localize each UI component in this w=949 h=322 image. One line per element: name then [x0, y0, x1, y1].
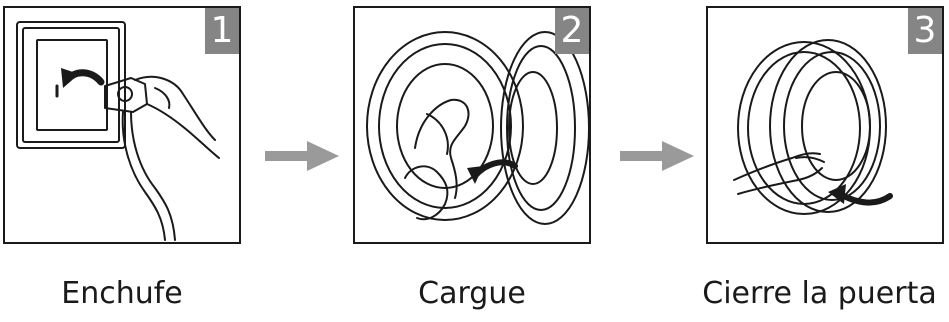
- step-1-caption: Enchufe: [61, 276, 183, 311]
- step-3-panel: 3: [706, 6, 944, 244]
- close-washer-door-icon: [733, 39, 893, 215]
- load-laundry-into-drum-icon: [366, 31, 589, 225]
- step-1-panel: 1: [3, 6, 241, 244]
- step-number-badge: 1: [205, 8, 239, 54]
- right-arrow-icon: [265, 141, 339, 175]
- step-number-badge: 3: [908, 8, 942, 54]
- step-2-panel: 2: [353, 6, 591, 244]
- step-3-caption: Cierre la puerta: [702, 276, 937, 311]
- step-2-caption: Cargue: [418, 276, 526, 311]
- plug-into-socket-icon: [16, 21, 220, 241]
- right-arrow-icon: [620, 141, 694, 175]
- step-number-badge: 2: [555, 8, 589, 54]
